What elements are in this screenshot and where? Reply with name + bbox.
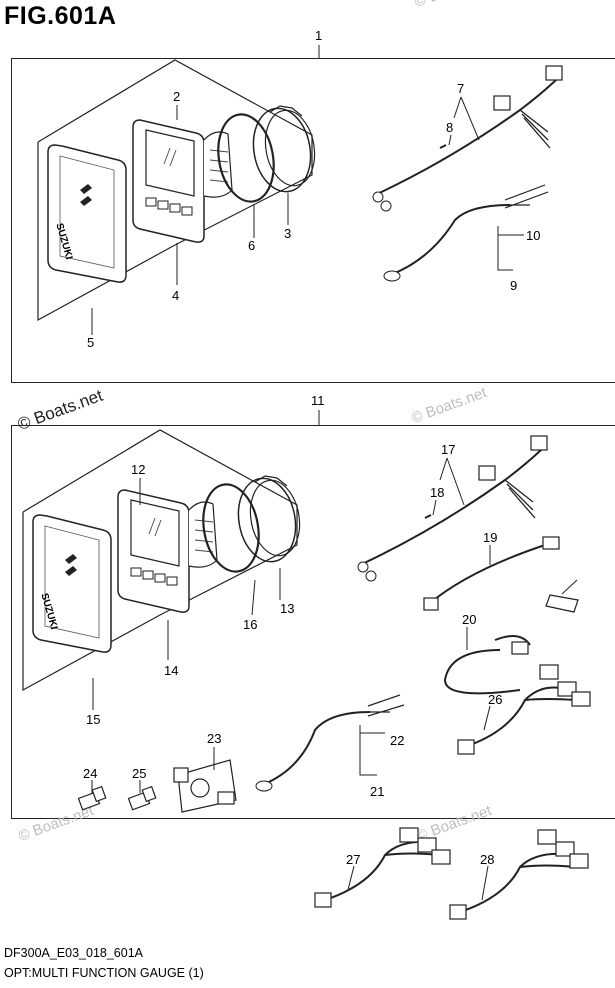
callout-8: 8 bbox=[446, 120, 454, 135]
callout-3: 3 bbox=[284, 226, 292, 241]
callout-16: 16 bbox=[243, 617, 258, 632]
callout-2: 2 bbox=[173, 89, 181, 104]
callout-27: 27 bbox=[346, 852, 361, 867]
callout-28: 28 bbox=[480, 852, 495, 867]
callout-23: 23 bbox=[207, 731, 222, 746]
kit-frame-11 bbox=[11, 425, 615, 819]
leader-lines-lower bbox=[91, 410, 491, 901]
network-cable-20 bbox=[443, 635, 531, 695]
kit-frame-1 bbox=[11, 58, 615, 383]
callout-26: 26 bbox=[488, 692, 503, 707]
y-harness-26 bbox=[457, 664, 591, 755]
sensor-harness-21 bbox=[255, 694, 405, 792]
callout-11: 11 bbox=[311, 393, 325, 408]
callout-5: 5 bbox=[87, 335, 95, 350]
figure-code: DF300A_E03_018_601A bbox=[4, 946, 144, 960]
callout-25: 25 bbox=[132, 766, 147, 781]
sensor-cable-19 bbox=[423, 536, 579, 613]
leader-lines-upper bbox=[91, 45, 524, 335]
figure-title: FIG.601A bbox=[4, 2, 117, 30]
callout-12: 12 bbox=[131, 462, 146, 477]
callout-7: 7 bbox=[457, 81, 465, 96]
callout-13: 13 bbox=[280, 601, 295, 616]
terminator-24 bbox=[77, 785, 107, 811]
callout-14: 14 bbox=[164, 663, 179, 678]
callout-4: 4 bbox=[172, 288, 180, 303]
callout-10: 10 bbox=[526, 228, 541, 243]
callout-6: 6 bbox=[248, 238, 256, 253]
callout-17: 17 bbox=[441, 442, 456, 457]
callout-19: 19 bbox=[483, 530, 498, 545]
callout-20: 20 bbox=[462, 612, 477, 627]
callout-9: 9 bbox=[510, 278, 518, 293]
callout-24: 24 bbox=[83, 766, 98, 781]
y-harness-27 bbox=[314, 827, 451, 908]
terminator-25 bbox=[127, 785, 157, 811]
figure-name: OPT:MULTI FUNCTION GAUGE (1) bbox=[4, 966, 204, 980]
y-harness-28 bbox=[449, 829, 589, 920]
callout-18: 18 bbox=[430, 485, 445, 500]
callout-21: 21 bbox=[370, 784, 385, 799]
t-connector-23 bbox=[173, 759, 237, 813]
callout-1: 1 bbox=[315, 28, 323, 43]
callout-15: 15 bbox=[86, 712, 101, 727]
callout-22: 22 bbox=[390, 733, 405, 748]
